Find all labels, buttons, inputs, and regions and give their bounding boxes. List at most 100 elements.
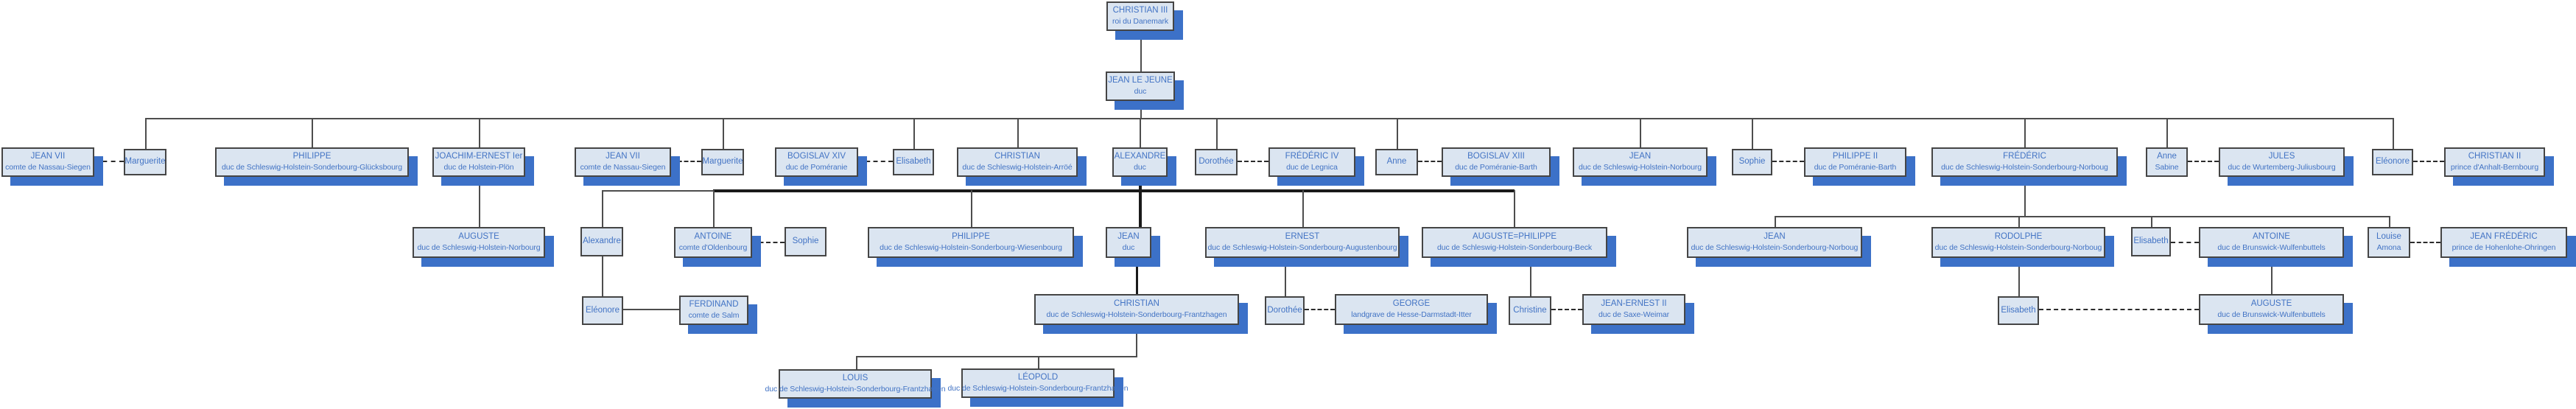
node-frederic-norboug-name: FRÉDÉRIC (2003, 152, 2046, 161)
node-philippe-glucksbourg-name: PHILIPPE (292, 152, 331, 161)
node-bogislav-xiii-title: duc de Poméranie-Barth (1455, 162, 1537, 172)
node-louis-frantzhagen-title: duc de Schleswig-Holstein-Sonderbourg-Fr… (765, 384, 946, 394)
node-sophie-a[interactable]: Sophie (1732, 149, 1772, 175)
node-jean-vii-b-title: comte de Nassau-Siegen (580, 162, 666, 172)
node-eleonore-a[interactable]: Eléonore (2372, 149, 2413, 175)
node-anne-name: Anne (1386, 157, 1407, 167)
node-anne[interactable]: Anne (1375, 149, 1418, 175)
node-jean-frederic-hohenlohe-title: prince de Hohenlohe-Ohringen (2452, 242, 2556, 252)
node-sophie-a-name: Sophie (1738, 157, 1766, 167)
node-christian-iii-name: CHRISTIAN III (1112, 6, 1168, 15)
connector-line-40 (1136, 325, 1137, 356)
connector-line-31 (2151, 216, 2152, 228)
node-antoine-oldenbourg-title: comte d'Oldenbourg (678, 242, 748, 252)
node-sophie-b[interactable]: Sophie (785, 227, 827, 256)
connector-line-27 (2024, 177, 2026, 217)
node-marguerite-b[interactable]: Marguerite (701, 149, 744, 175)
marriage-dashed-line-12 (1551, 309, 1582, 310)
node-christine[interactable]: Christine (1509, 296, 1551, 325)
node-frederic-iv-legnica-title: duc de Legnica (1286, 162, 1338, 172)
connector-line-7 (913, 118, 915, 150)
node-elisabeth-a-name: Elisabeth (896, 157, 931, 167)
node-jean-vii-a-title: comte de Nassau-Siegen (5, 162, 91, 172)
node-marguerite-a[interactable]: Marguerite (124, 149, 166, 175)
connector-line-16 (2393, 118, 2394, 150)
node-christian-iii-title: roi du Danemark (1112, 16, 1169, 26)
node-alexandre-b[interactable]: Alexandre (580, 227, 623, 256)
connector-line-39 (623, 309, 679, 310)
node-sophie-b-name: Sophie (792, 237, 819, 246)
node-frederic-norboug-title: duc de Schleswig-Holstein-Sonderbourg-No… (1941, 162, 2108, 172)
node-jean-norbourg-title: duc de Schleswig-Holstein-Norbourg (1578, 162, 1702, 172)
node-elisabeth-b[interactable]: Elisabeth (2131, 227, 2171, 256)
connector-line-5 (479, 118, 480, 150)
connector-line-13 (1752, 118, 1753, 150)
connector-line-24 (1139, 190, 1142, 228)
connector-line-29 (1775, 216, 1776, 228)
node-christian-arroe-title: duc de Schleswig-Holstein-Arröé (962, 162, 1073, 172)
node-dorothee-a[interactable]: Dorothée (1195, 149, 1238, 175)
connector-line-12 (1640, 118, 1641, 150)
connector-line-38 (2271, 258, 2273, 296)
node-christian-frantzhagen-title: duc de Schleswig-Holstein-Sonderbourg-Fr… (1046, 310, 1227, 319)
marriage-dashed-line-0 (94, 161, 124, 162)
node-ernest-augustenbourg-name: ERNEST (1285, 232, 1320, 242)
node-philippe-wiesenbourg-title: duc de Schleswig-Holstein-Sonderbourg-Wi… (880, 242, 1062, 252)
connector-line-20 (713, 189, 1515, 192)
node-dorothee-b[interactable]: Dorothée (1265, 296, 1305, 325)
node-antoine-brunswick-title: duc de Brunswick-Wulfenbuttels (2217, 242, 2326, 252)
marriage-dashed-line-1 (671, 161, 701, 162)
node-marguerite-a-name: Marguerite (124, 157, 166, 167)
marriage-dashed-line-7 (2413, 161, 2444, 162)
connector-line-3 (145, 118, 147, 150)
node-jean-sonderbourg-norboug-name: JEAN (1763, 232, 1786, 242)
node-jean-le-jeune-name: JEAN LE JEUNE (1108, 76, 1173, 85)
node-elisabeth-a[interactable]: Elisabeth (893, 149, 934, 175)
node-elisabeth-c[interactable]: Elisabeth (1998, 296, 2039, 325)
marriage-dashed-line-11 (1305, 309, 1335, 310)
node-eleonore-b[interactable]: Eléonore (582, 296, 623, 325)
connector-line-26 (1514, 190, 1515, 228)
node-joachim-ernest-ier-name: JOACHIM-ERNEST Ier (435, 152, 523, 161)
node-jean-le-jeune-title: duc (1134, 86, 1147, 96)
node-philippe-glucksbourg-title: duc de Schleswig-Holstein-Sonderbourg-Gl… (222, 162, 402, 172)
connector-line-8 (1017, 118, 1019, 150)
node-bogislav-xiii-name: BOGISLAV XIII (1467, 152, 1525, 161)
